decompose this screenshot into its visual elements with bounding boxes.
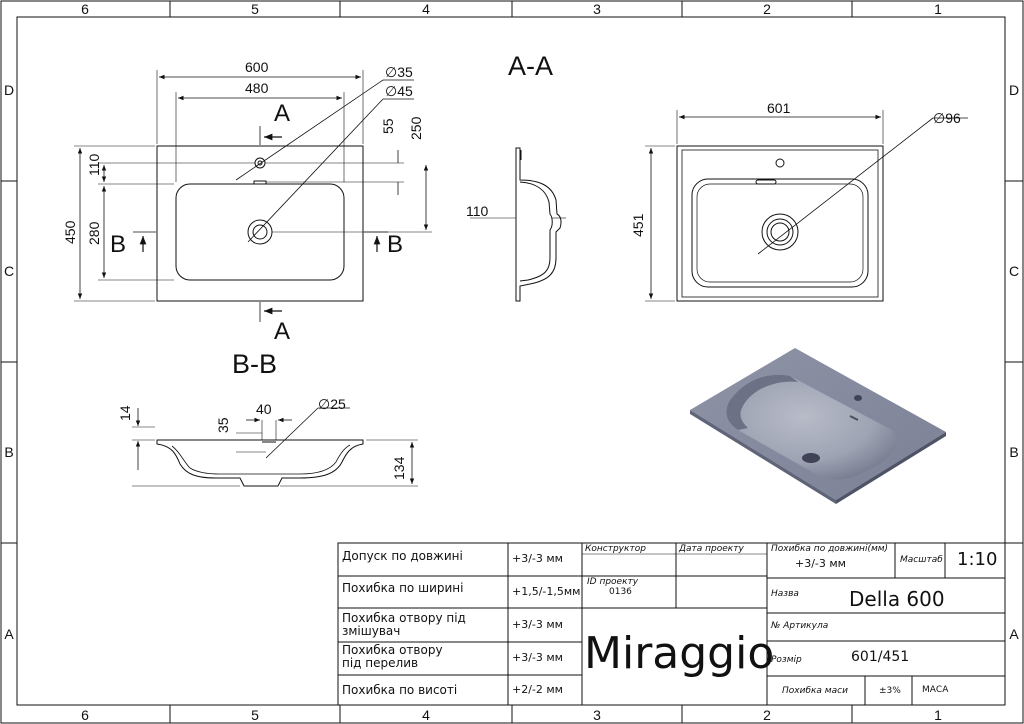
- dim-plan-tap-to-drain: 250: [408, 116, 424, 140]
- zone-row-a-right: A: [1009, 626, 1019, 642]
- diameter-symbol: ∅: [933, 110, 946, 126]
- length-tolerance-value: +3/-3 мм: [795, 557, 846, 570]
- section-bb-title: B-B: [232, 349, 278, 379]
- dim-plan-width: 600: [245, 59, 269, 75]
- zone-row-a: A: [4, 626, 14, 642]
- name-label: Назва: [771, 589, 799, 599]
- diameter-symbol: ∅: [318, 396, 331, 412]
- plan-outline: [156, 145, 364, 302]
- project-id-label: ID проекту: [587, 577, 639, 587]
- zone-col-1-bottom: 1: [934, 707, 942, 723]
- plan-drain-outer: [247, 219, 273, 245]
- dim-bottom-width: 601: [767, 100, 791, 116]
- zone-col-6: 6: [81, 1, 89, 17]
- title-block-grid: [337, 542, 1006, 706]
- zone-col-5-bottom: 5: [251, 707, 259, 723]
- cut-label-a-bottom: A: [274, 318, 291, 345]
- dim-plan-hole-large: ∅45: [385, 83, 413, 99]
- tolerance-label-length: Допуск по довжині: [342, 549, 463, 563]
- tolerance-label-width: Похибка по ширині: [342, 581, 464, 595]
- zone-col-4-bottom: 4: [422, 707, 430, 723]
- bottom-view: [645, 110, 968, 302]
- dim-plan-bowl-depth: 280: [86, 221, 102, 245]
- zone-col-6-bottom: 6: [81, 707, 89, 723]
- dim-bb-hole-depth: 35: [215, 417, 231, 433]
- size-label: Розмір: [771, 655, 802, 665]
- zone-row-d-right: D: [1008, 82, 1020, 98]
- dim-bb-hole-diameter: ∅25: [318, 396, 346, 412]
- bottom-drain: [761, 213, 799, 251]
- sink-render: [690, 348, 946, 504]
- dim-bottom-drain: ∅96: [933, 110, 961, 126]
- dim-bb-height: 134: [391, 456, 407, 480]
- project-id-value: 0136: [609, 587, 632, 597]
- zone-col-4: 4: [422, 1, 430, 17]
- tolerance-label-overflow-hole: Похибка отвору під перелив: [342, 643, 443, 670]
- dim-bb-rim-thickness: 14: [117, 405, 133, 421]
- designer-label: Конструктор: [585, 544, 646, 554]
- size-value: 601/451: [851, 649, 910, 665]
- plan-overflow: [253, 180, 267, 185]
- dim-plan-bowl-width: 480: [245, 80, 269, 96]
- zone-row-c: C: [3, 263, 15, 279]
- zone-col-1: 1: [934, 1, 942, 17]
- cut-label-b-left: B: [110, 231, 127, 258]
- zone-col-2-bottom: 2: [763, 707, 771, 723]
- scale-value: 1:10: [957, 549, 998, 570]
- mass-label: МАСА: [922, 685, 949, 695]
- dim-plan-overflow-offset: 55: [380, 118, 396, 134]
- dim-aa-rim-to-bowl: 110: [466, 203, 489, 219]
- section-aa-title: A-A: [508, 51, 554, 81]
- product-name: Della 600: [849, 587, 945, 611]
- plan-view: [74, 70, 432, 322]
- dim-bb-hole-width: 40: [256, 401, 272, 417]
- date-label: Дата проекту: [679, 544, 744, 554]
- dim-bottom-depth: 451: [630, 213, 646, 237]
- bottom-outline: [676, 145, 884, 302]
- bottom-tap-hole: [775, 158, 785, 168]
- diameter-symbol: ∅: [385, 64, 398, 80]
- section-aa-profile: [470, 147, 566, 302]
- zone-col-3: 3: [593, 1, 601, 17]
- tolerance-label-mixer-hole: Похибка отвору під змішувач: [342, 611, 466, 638]
- article-label: № Артикула: [771, 621, 829, 631]
- scale-label: Масштаб: [900, 555, 943, 565]
- zone-row-b-right: B: [1009, 444, 1019, 460]
- zone-row-c-right: C: [1008, 263, 1020, 279]
- zone-row-d: D: [3, 82, 15, 98]
- dim-plan-depth: 450: [62, 220, 78, 244]
- tolerance-label-height: Похибка по висоті: [342, 683, 458, 697]
- brand-logo: Miraggio: [584, 628, 775, 679]
- dim-plan-hole-small: ∅35: [385, 64, 413, 80]
- mass-tolerance-value: ±3%: [879, 686, 901, 696]
- zone-col-5: 5: [251, 1, 259, 17]
- tolerance-value-length: +3/-3 мм: [512, 552, 563, 565]
- bottom-bowl: [691, 178, 869, 288]
- cut-label-b-right: B: [387, 231, 404, 258]
- length-tolerance-label: Похибка по довжині(мм): [771, 544, 889, 554]
- tolerance-value-height: +2/-2 мм: [512, 683, 563, 696]
- cut-label-a-top: A: [274, 100, 291, 127]
- section-bb-profile: [132, 407, 418, 487]
- dim-plan-tap-offset: 110: [86, 153, 102, 176]
- mass-tolerance-label: Похибка маси: [782, 686, 848, 696]
- tolerance-value-mixer-hole: +3/-3 мм: [512, 618, 563, 631]
- diameter-symbol: ∅: [385, 83, 398, 99]
- zone-col-3-bottom: 3: [593, 707, 601, 723]
- zone-col-2: 2: [763, 1, 771, 17]
- tolerance-value-width: +1,5/-1,5мм: [512, 585, 581, 598]
- zone-row-b: B: [4, 444, 14, 460]
- tolerance-value-overflow-hole: +3/-3 мм: [512, 651, 563, 664]
